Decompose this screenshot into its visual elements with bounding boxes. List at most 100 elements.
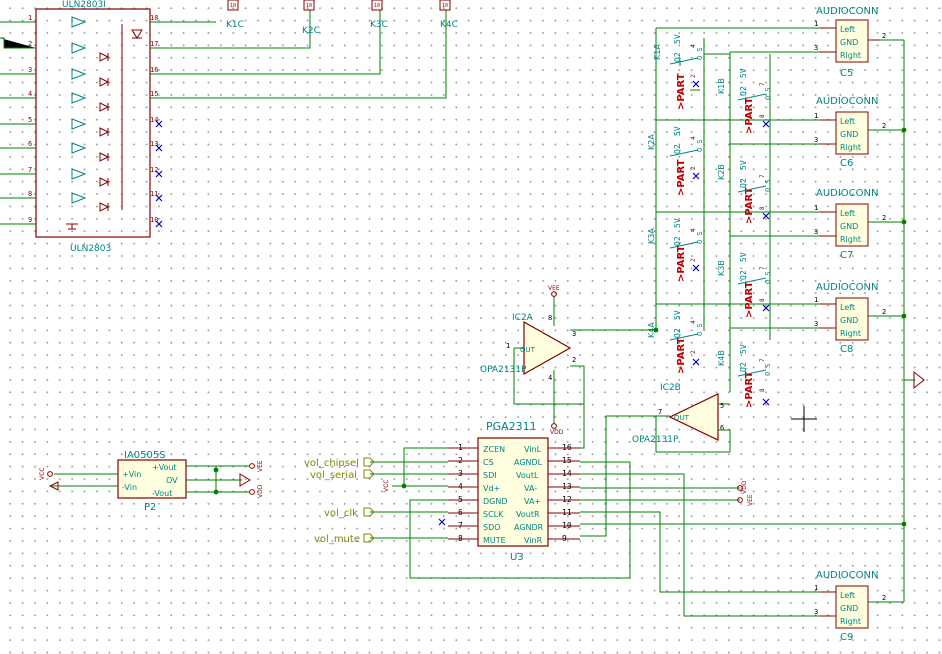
relay-contacts-a[interactable]: K1A K2A K3A K4A K1B K2B K3B K4B >PART >P… (647, 34, 772, 408)
svg-text:MUTE: MUTE (483, 536, 506, 545)
svg-text:AUDIOCONN: AUDIOCONN (816, 96, 879, 107)
svg-text:>PART: >PART (676, 245, 687, 282)
svg-text:SDO: SDO (483, 523, 501, 532)
uln2803-value: ULN2803 (70, 244, 111, 254)
svg-text:5V: 5V (673, 218, 682, 228)
relay-coils-top[interactable]: 10 10 10 10 K1C K2C K3C K4C (226, 0, 458, 36)
opamp-ic2a[interactable]: IC2A OPA2131P OUT VEE VDD 1 2 3 4 8 (480, 285, 656, 449)
svg-text:O S: O S (764, 87, 772, 100)
svg-text:4: 4 (690, 320, 697, 324)
audio-conn-c6: AUDIOCONN Left GND Right 1 3 2 C6 (814, 96, 886, 169)
svg-text:6: 6 (28, 140, 32, 148)
svg-text:2: 2 (882, 214, 886, 222)
svg-text:VinL: VinL (524, 445, 542, 454)
svg-text:3: 3 (814, 228, 818, 236)
audio-connectors[interactable]: AUDIOCONN Left GND Right 1 3 2 C5 AUDIOC… (814, 6, 886, 643)
svg-text:3: 3 (814, 136, 818, 144)
svg-text:C7: C7 (840, 250, 853, 261)
svg-text:2: 2 (690, 350, 697, 354)
svg-text:Vd+: Vd+ (483, 484, 500, 493)
svg-text:3: 3 (814, 44, 818, 52)
svg-text:Left: Left (840, 25, 855, 34)
svg-text:Q2: Q2 (739, 270, 748, 280)
svg-text:AUDIOCONN: AUDIOCONN (816, 6, 879, 17)
svg-text:Q2: Q2 (739, 362, 748, 372)
svg-text:Q2: Q2 (673, 328, 682, 338)
svg-text:11: 11 (150, 190, 158, 198)
svg-text:K3B: K3B (717, 260, 726, 276)
svg-text:Q2: Q2 (673, 236, 682, 246)
svg-text:K3A: K3A (647, 228, 656, 244)
svg-text:7: 7 (759, 266, 766, 270)
svg-text:GND: GND (840, 316, 858, 325)
svg-text:5V: 5V (673, 126, 682, 136)
svg-text:2: 2 (882, 122, 886, 130)
svg-text:Q2: Q2 (739, 86, 748, 96)
svg-text:O S: O S (764, 271, 772, 284)
svg-text:Left: Left (840, 209, 855, 218)
svg-text:1: 1 (28, 14, 32, 22)
svg-text:18: 18 (150, 14, 158, 22)
svg-text:5V: 5V (739, 68, 748, 78)
svg-text:7: 7 (759, 358, 766, 362)
svg-text:VinR: VinR (524, 536, 543, 545)
svg-text:>PART: >PART (676, 159, 687, 196)
uln2803-ref: ULN2803I (62, 0, 106, 10)
pga2311-chip[interactable]: PGA2311 U3 ZCEN CS SDI Vd+ DGND SCLK SDO… (438, 420, 580, 563)
svg-text:OUT: OUT (674, 414, 690, 422)
svg-text:VoutL: VoutL (516, 471, 539, 480)
svg-text:GND: GND (840, 222, 858, 231)
svg-text:U3: U3 (510, 552, 524, 563)
svg-text:10: 10 (374, 3, 380, 9)
pga-wiring (370, 447, 904, 617)
svg-text:VoutR: VoutR (516, 510, 540, 519)
svg-text:5V: 5V (739, 344, 748, 354)
crosshair-cursor-icon (791, 406, 817, 432)
svg-text:OUT: OUT (520, 346, 536, 354)
svg-text:SCLK: SCLK (483, 510, 504, 519)
svg-text:>PART: >PART (676, 337, 687, 374)
svg-text:AUDIOCONN: AUDIOCONN (816, 570, 879, 581)
svg-text:2: 2 (882, 32, 886, 40)
svg-text:5V: 5V (739, 252, 748, 262)
svg-text:3: 3 (572, 330, 576, 338)
relay-k3c-label: K3C (370, 20, 388, 30)
uln-no-connects (155, 120, 163, 228)
svg-text:>PART: >PART (744, 97, 755, 134)
svg-text:Left: Left (840, 591, 855, 600)
net-label-vol-mute: vol_mute (314, 534, 360, 545)
svg-text:GND: GND (840, 38, 858, 47)
svg-text:SDI: SDI (483, 471, 497, 480)
svg-text:2: 2 (690, 74, 697, 78)
net-label-vol-serial: vol_serial (310, 470, 357, 481)
svg-text:8: 8 (759, 388, 766, 392)
svg-text:13: 13 (150, 140, 158, 148)
svg-text:3: 3 (814, 608, 818, 616)
net-labels[interactable]: vol_chipsel vol_serial vol_clk vol_mute (304, 457, 375, 545)
svg-text:K2B: K2B (717, 164, 726, 180)
svg-text:DGND: DGND (483, 497, 508, 506)
svg-text:1: 1 (506, 342, 510, 350)
uln2803-chip[interactable]: ULN2803I ULN2803 (0, 0, 447, 254)
svg-text:4: 4 (690, 136, 697, 140)
svg-text:Right: Right (840, 51, 861, 60)
svg-text:10: 10 (442, 3, 448, 9)
svg-text:5V: 5V (673, 310, 682, 320)
net-label-vol-chipsel: vol_chipsel (304, 458, 359, 469)
svg-text:4: 4 (690, 44, 697, 48)
svg-text:VA+: VA+ (524, 497, 541, 506)
uln2803-body (35, 8, 151, 238)
svg-text:Left: Left (840, 117, 855, 126)
opamp-ic2b[interactable]: IC2B OPA2131P OUT 5 6 7 (580, 383, 731, 537)
svg-text:-Vout: -Vout (152, 489, 172, 498)
svg-text:3: 3 (814, 320, 818, 328)
svg-text:12: 12 (150, 166, 158, 174)
svg-text:C5: C5 (840, 68, 853, 79)
svg-text:1: 1 (814, 296, 818, 304)
svg-text:VEE: VEE (747, 494, 754, 506)
svg-text:8: 8 (759, 206, 766, 210)
dcdc-ia0505s[interactable]: IA0505S P2 +Vin -Vin +Vout OV -Vout (47, 450, 251, 513)
svg-text:VEE: VEE (548, 285, 560, 292)
